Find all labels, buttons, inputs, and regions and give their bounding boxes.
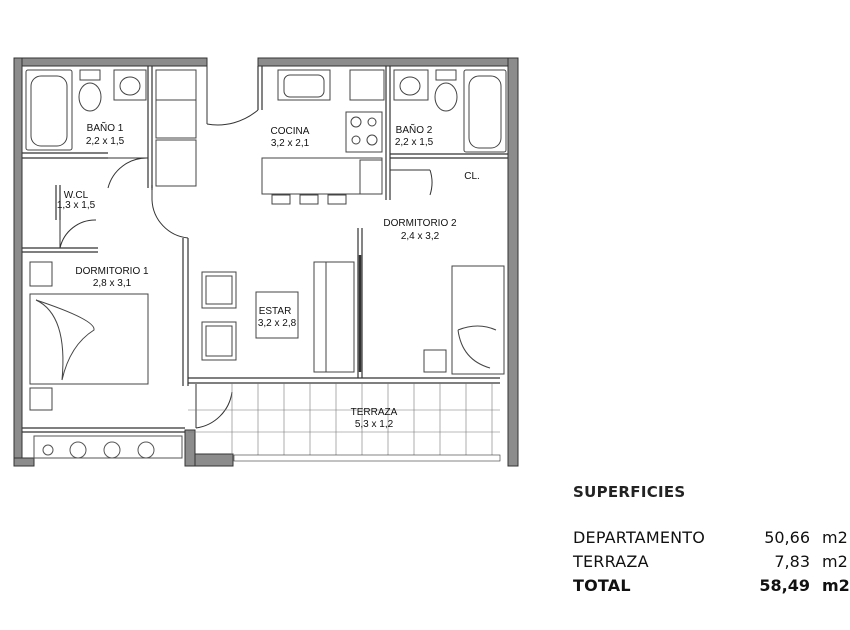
kitchen-fixtures: [155, 69, 385, 205]
room-name-terraza: TERRAZA: [351, 407, 398, 418]
interior-walls: [22, 66, 508, 433]
wardrobe-bench: [33, 435, 183, 459]
room-name-dormitorio1: DORMITORIO 1: [75, 266, 149, 277]
room-dims-bano2: 2,2 x 1,5: [395, 137, 434, 148]
superficie-value: 50,66: [764, 528, 810, 547]
room-dims-dormitorio1: 2,8 x 3,1: [93, 278, 132, 289]
superficie-row-total: TOTAL 58,49 m2: [573, 576, 850, 596]
exterior-walls: [13, 57, 519, 467]
superficie-label: DEPARTAMENTO: [573, 528, 706, 547]
room-dims-dormitorio2: 2,4 x 3,2: [401, 231, 440, 242]
bedroom-2-furniture: [423, 265, 505, 375]
room-name-closet: CL.: [464, 171, 480, 182]
superficie-unit: m2: [822, 528, 848, 547]
room-name-estar: ESTAR: [259, 306, 292, 317]
superficie-row-terraza: TERRAZA 7,83 m2: [573, 552, 848, 572]
room-labels: BAÑO 1 2,2 x 1,5 COCINA 3,2 x 2,1 BAÑO 2…: [57, 121, 480, 430]
room-name-dormitorio2: DORMITORIO 2: [383, 218, 457, 229]
terrace-tiles: [188, 383, 501, 462]
room-dims-cocina: 3,2 x 2,1: [271, 138, 310, 149]
superficie-label: TOTAL: [573, 576, 631, 595]
room-name-bano2: BAÑO 2: [396, 123, 433, 136]
bathroom-2-fixtures: [393, 69, 507, 153]
living-furniture: [201, 261, 355, 373]
superficie-value: 58,49: [759, 576, 810, 595]
bedroom-1-furniture: [29, 261, 149, 411]
room-name-wcl: W.CL: [64, 190, 89, 201]
floor-plan: BAÑO 1 2,2 x 1,5 COCINA 3,2 x 2,1 BAÑO 2…: [13, 57, 519, 467]
room-dims-estar: 3,2 x 2,8: [258, 318, 297, 329]
superficies-title: SUPERFICIES: [573, 483, 686, 501]
superficie-value: 7,83: [774, 552, 810, 571]
room-name-cocina: COCINA: [271, 126, 310, 137]
room-dims-bano1: 2,2 x 1,5: [86, 136, 125, 147]
superficie-unit: m2: [822, 576, 850, 595]
superficie-unit: m2: [822, 552, 848, 571]
room-dims-terraza: 5,3 x 1,2: [355, 419, 394, 430]
superficie-row-departamento: DEPARTAMENTO 50,66 m2: [573, 528, 848, 548]
room-name-bano1: BAÑO 1: [87, 121, 124, 134]
superficie-label: TERRAZA: [573, 552, 649, 571]
room-dims-wcl: 1,3 x 1,5: [57, 200, 96, 211]
doors: [59, 62, 433, 429]
